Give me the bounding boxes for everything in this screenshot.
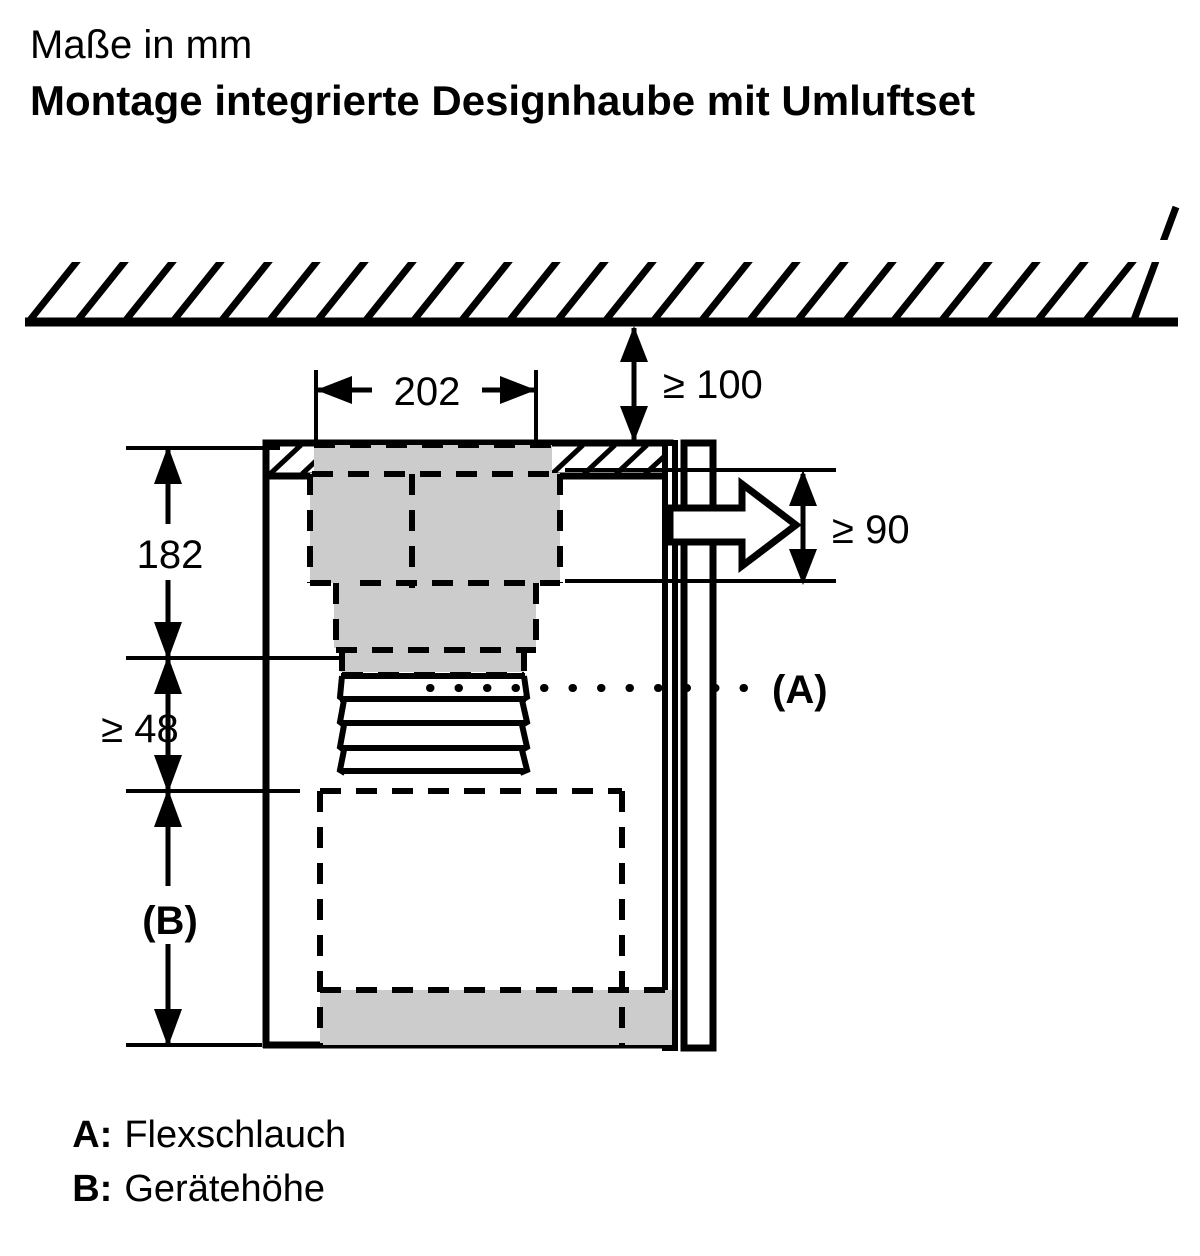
- legend-key-a: A:: [72, 1113, 113, 1156]
- ceiling-group: [0, 205, 1200, 330]
- dimension-202-label: 202: [394, 370, 461, 414]
- appliance-outline: [317, 788, 672, 1045]
- dimension-202: 202: [314, 366, 538, 447]
- dimension-182: 182: [116, 446, 342, 660]
- ceiling-hatch: [27, 205, 1180, 323]
- appliance-outline-group: [317, 788, 672, 1045]
- cabinet-right-wall: [662, 440, 678, 1051]
- flex-hose-group: [336, 673, 531, 776]
- callout-a-label: (A): [772, 668, 828, 712]
- dimension-outlet-min: ≥ 90: [565, 468, 910, 585]
- dimension-ceiling-gap-label: ≥ 100: [663, 363, 763, 407]
- unit-fill-middle: [334, 580, 536, 648]
- legend-item-b: B: Gerätehöhe: [30, 1122, 325, 1256]
- dimension-hose-min: ≥ 48: [101, 656, 300, 793]
- callout-a-group: (A): [426, 668, 828, 712]
- page-title: Montage integrierte Designhaube mit Umlu…: [30, 77, 976, 124]
- legend-label-b: Gerätehöhe: [124, 1167, 326, 1210]
- diagram-page: Maße in mm Montage integrierte Designhau…: [0, 23, 1200, 1210]
- unit-fill-top: [314, 445, 552, 475]
- units-note: Maße in mm: [30, 23, 253, 67]
- dimension-182-label: 182: [137, 533, 204, 577]
- airflow-arrow: [666, 476, 802, 574]
- legend-label-a: Flexschlauch: [124, 1113, 347, 1156]
- dimension-appliance-height-label: (B): [142, 899, 198, 943]
- recirculation-unit-group: [307, 442, 563, 678]
- unit-fill-upper: [310, 473, 560, 583]
- appliance-grey-base: [320, 990, 672, 1045]
- dimension-ceiling-gap: ≥ 100: [620, 326, 763, 442]
- dimension-appliance-height: (B): [110, 789, 262, 1047]
- dimension-outlet-min-label: ≥ 90: [832, 508, 910, 552]
- dimension-hose-min-label: ≥ 48: [101, 707, 179, 751]
- installation-drawing: 202 ≥ 100 182 ≥ 48: [0, 205, 1200, 1052]
- legend-key-b: B:: [72, 1167, 113, 1210]
- legend-item-a: A: Flexschlauch: [30, 1068, 346, 1202]
